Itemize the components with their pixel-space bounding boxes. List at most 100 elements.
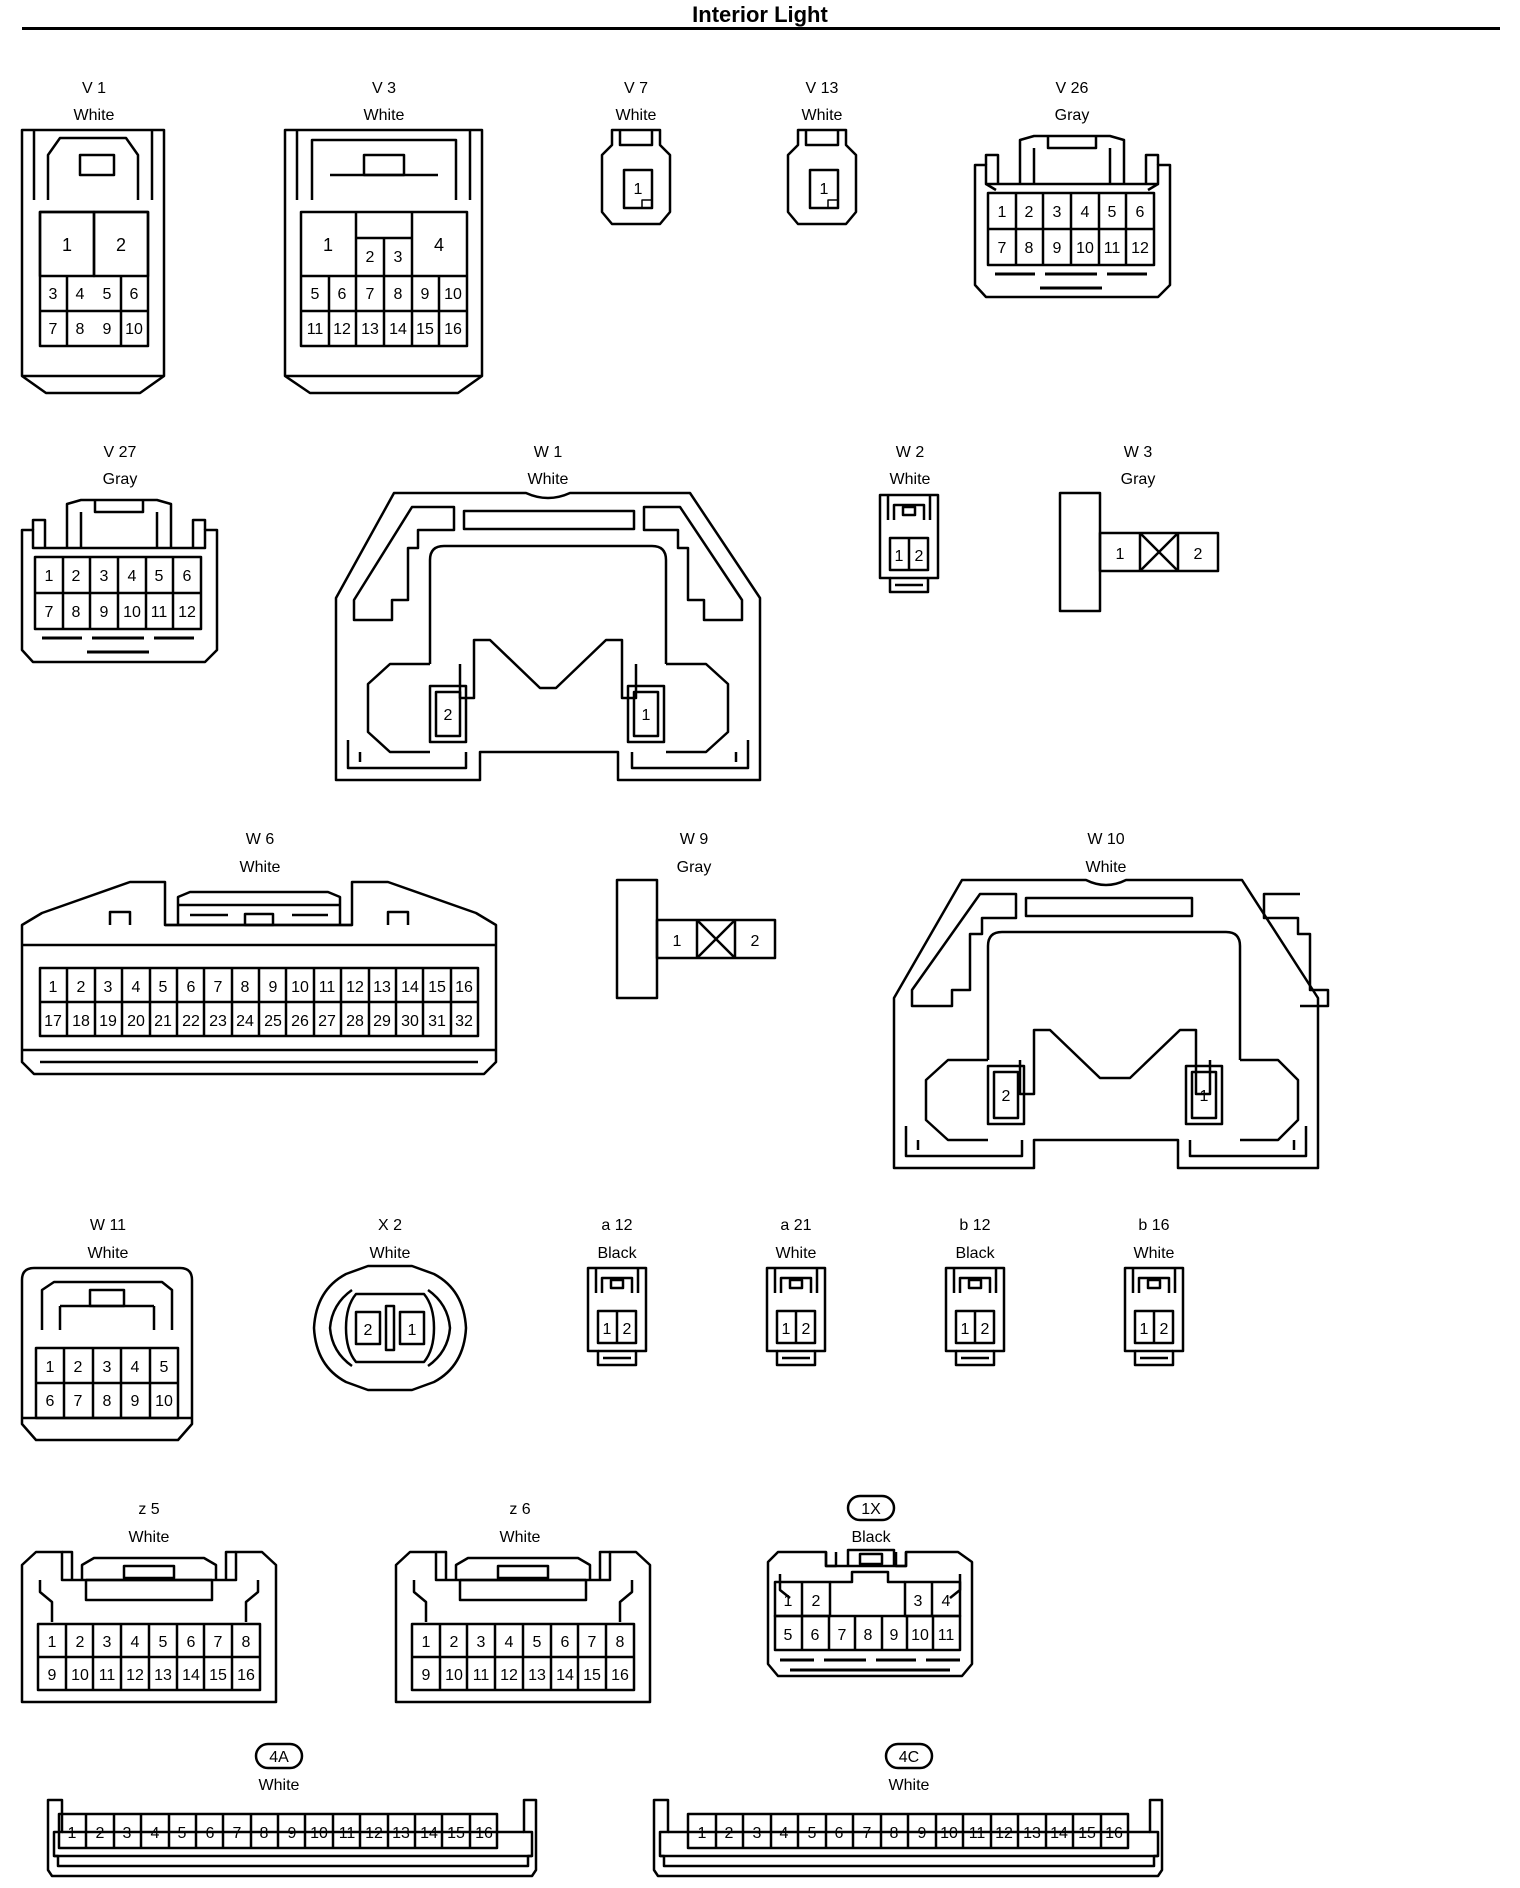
pin-label: 13 xyxy=(392,1825,410,1842)
connector-id: V 3 xyxy=(372,80,396,97)
pin-label: 12 xyxy=(365,1825,383,1842)
connector-w3: W 3 Gray 1 2 xyxy=(1058,444,1220,613)
pin-label: 12 xyxy=(500,1667,518,1684)
pin-label: 8 xyxy=(241,979,250,996)
pin-label: 12 xyxy=(995,1825,1013,1842)
pin-label: 11 xyxy=(151,604,168,621)
pin-label: 2 xyxy=(364,1322,373,1339)
pin-label: 10 xyxy=(911,1627,929,1644)
pin-label: 3 xyxy=(123,1825,132,1842)
pin-label: 2 xyxy=(72,568,81,585)
pin-label: 5 xyxy=(159,1634,168,1651)
pin-label: 8 xyxy=(1025,240,1034,257)
connector-z5: z 5 White 1 2 3 4 5 6 7 8 9 10 11 12 13 … xyxy=(20,1501,278,1704)
pin-label: 31 xyxy=(428,1013,446,1030)
pin-label: 8 xyxy=(890,1825,899,1842)
pin-label: 7 xyxy=(214,1634,223,1651)
pin-label: 1 xyxy=(1200,1088,1209,1105)
pin-label: 5 xyxy=(1108,204,1117,221)
connector-color: White xyxy=(88,1245,129,1262)
connector-color: White xyxy=(889,1777,930,1794)
connector-v27: V 27 Gray 1 2 3 4 5 6 7 8 9 10 11 12 xyxy=(20,444,219,664)
pin-label: 1 xyxy=(998,204,1007,221)
pin-label: 5 xyxy=(784,1627,793,1644)
pin-label: 29 xyxy=(373,1013,391,1030)
pin-label: 4 xyxy=(1081,204,1090,221)
pin-label: 10 xyxy=(71,1667,89,1684)
pin-label: 13 xyxy=(528,1667,546,1684)
connector-badge xyxy=(254,1742,304,1770)
pin-label: 1 xyxy=(782,1321,791,1338)
pin-label: 30 xyxy=(401,1013,419,1030)
connector-color: White xyxy=(1134,1245,1175,1262)
pin-label: 3 xyxy=(103,1359,112,1376)
pin-label: 20 xyxy=(127,1013,145,1030)
connector-id: 4C xyxy=(899,1749,919,1766)
pin-label: 7 xyxy=(366,286,375,303)
pin-label: 2 xyxy=(725,1825,734,1842)
connector-w10: W 10 White 2 1 xyxy=(892,831,1330,1170)
connector-4a: 4A White 1 2 3 4 5 6 7 8 9 10 11 12 13 1… xyxy=(46,1742,538,1878)
pin-label: 13 xyxy=(361,321,379,338)
connector-v7: V 7 White 1 xyxy=(600,80,672,226)
pin-label: 1 xyxy=(48,1634,57,1651)
connector-id: W 3 xyxy=(1124,444,1153,461)
pin-label: 9 xyxy=(422,1667,431,1684)
connector-color: White xyxy=(776,1245,817,1262)
pin-label: 5 xyxy=(160,1359,169,1376)
pin-label: 14 xyxy=(182,1667,200,1684)
pin-label: 9 xyxy=(48,1667,57,1684)
connector-id: V 27 xyxy=(104,444,137,461)
pin-label: 24 xyxy=(236,1013,254,1030)
pin-label: 1 xyxy=(68,1825,77,1842)
pin-label: 9 xyxy=(103,321,112,338)
connector-color: Gray xyxy=(1121,471,1156,488)
pin-label: 27 xyxy=(318,1013,336,1030)
connector-b16: b 16 White 1 2 xyxy=(1123,1217,1185,1367)
pin-label: 18 xyxy=(72,1013,90,1030)
pin-label: 11 xyxy=(307,321,324,338)
pin-label: 15 xyxy=(447,1825,465,1842)
pin-label: 4 xyxy=(151,1825,160,1842)
pin-label: 1 xyxy=(46,1359,55,1376)
pin-label: 16 xyxy=(455,979,473,996)
connector-id: W 11 xyxy=(90,1217,126,1234)
pin-label: 13 xyxy=(1023,1825,1041,1842)
connector-x2: X 2 White 2 1 xyxy=(312,1217,468,1392)
connector-badge xyxy=(884,1742,934,1770)
pin-label: 3 xyxy=(394,249,403,266)
pin-label: 5 xyxy=(155,568,164,585)
connector-badge xyxy=(846,1494,896,1522)
pin-label: 11 xyxy=(99,1667,116,1684)
pin-label: 8 xyxy=(103,1393,112,1410)
connector-w11: W 11 White 1 2 3 4 5 6 7 8 9 10 xyxy=(20,1217,194,1442)
connector-color: Black xyxy=(955,1245,995,1262)
pin-label: 14 xyxy=(401,979,419,996)
connector-id: W 2 xyxy=(896,444,925,461)
pin-label: 14 xyxy=(1050,1825,1068,1842)
pin-label: 17 xyxy=(44,1013,62,1030)
connector-color: White xyxy=(74,107,115,124)
connector-id: V 1 xyxy=(82,80,106,97)
pin-label: 6 xyxy=(835,1825,844,1842)
pin-label: 3 xyxy=(477,1634,486,1651)
pin-label: 3 xyxy=(753,1825,762,1842)
pin-label: 2 xyxy=(444,707,453,724)
connector-id: W 1 xyxy=(534,444,563,461)
connector-color: White xyxy=(528,471,569,488)
pin-label: 15 xyxy=(209,1667,227,1684)
pin-label: 1 xyxy=(673,933,682,950)
connector-id: W 6 xyxy=(246,831,275,848)
pin-label: 13 xyxy=(154,1667,172,1684)
pin-label: 4 xyxy=(780,1825,789,1842)
pin-label: 12 xyxy=(178,604,196,621)
pin-label: 16 xyxy=(1105,1825,1123,1842)
pin-label: 26 xyxy=(291,1013,309,1030)
pin-label: 9 xyxy=(918,1825,927,1842)
pin-label: 11 xyxy=(969,1825,986,1842)
connector-color: Gray xyxy=(103,471,138,488)
pin-label: 7 xyxy=(588,1634,597,1651)
pin-label: 10 xyxy=(123,604,141,621)
pin-label: 2 xyxy=(802,1321,811,1338)
pin-label: 1 xyxy=(45,568,54,585)
